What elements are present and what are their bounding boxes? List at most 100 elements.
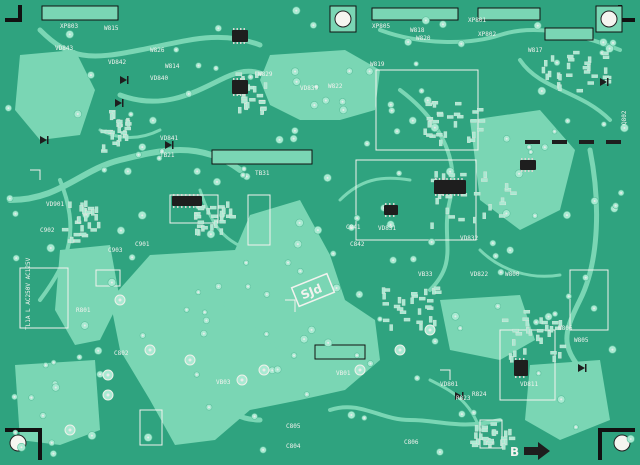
smd-pad [426, 117, 434, 121]
smd-pad [396, 307, 404, 311]
via-hole [554, 312, 557, 315]
via-hole [518, 172, 521, 175]
smd-pad [126, 120, 131, 127]
via-hole [99, 373, 102, 376]
smd-pad [211, 214, 218, 219]
via-hole [185, 308, 188, 311]
smd-pad [554, 326, 562, 331]
via-hole [208, 406, 211, 409]
smd-pad [567, 54, 574, 59]
smd-pad [238, 106, 242, 114]
smd-pad [218, 205, 225, 209]
diodes [40, 76, 609, 400]
smd-pad [84, 215, 88, 222]
diode-icon [578, 364, 585, 372]
via-hole [584, 276, 587, 279]
via-hole [505, 212, 508, 215]
via-hole [7, 107, 10, 110]
smd-pad [61, 227, 69, 232]
via-hole [313, 104, 316, 107]
smd-pad [523, 310, 531, 314]
via-hole [426, 99, 429, 102]
smd-pad [460, 172, 467, 177]
via-hole [366, 142, 369, 145]
via-hole [327, 341, 330, 344]
ic-pin [236, 28, 238, 30]
smd-pad [552, 320, 559, 325]
smd-pad [94, 206, 99, 213]
via-hole [13, 395, 16, 398]
smd-pad [79, 205, 83, 212]
smd-pad [558, 320, 563, 327]
smd-pad [470, 119, 477, 123]
via-hole [245, 175, 248, 178]
smd-pad [547, 330, 551, 337]
via-hole [119, 229, 122, 232]
via-hole [363, 416, 366, 419]
diode-bar [585, 364, 587, 372]
via-hole [41, 414, 44, 417]
via-hole [537, 372, 540, 375]
smd-pad [84, 200, 88, 207]
trace [37, 27, 263, 59]
via-hole [389, 223, 392, 226]
via-hole [217, 285, 220, 288]
diode-icon [600, 78, 607, 86]
label-vb33: VB33 [418, 271, 433, 278]
label-r824: R824 [472, 391, 487, 398]
ic-pin [461, 178, 463, 180]
smd-pad [425, 305, 432, 309]
ic-pin [521, 170, 523, 172]
label-c903: C903 [108, 247, 123, 254]
via-hole [494, 254, 497, 257]
smd-pad [91, 209, 95, 216]
via-hole [247, 285, 250, 288]
header-xp802 [544, 27, 594, 41]
via-hole [310, 328, 313, 331]
label-vd832: VD832 [460, 235, 478, 242]
label-vd839: VD839 [300, 85, 318, 92]
header-xp805 [371, 7, 459, 21]
ic-pin [438, 178, 441, 180]
ic-pin [243, 94, 245, 96]
label-vd841: VD841 [160, 135, 178, 142]
smd-pad [536, 334, 540, 342]
via-hole [187, 92, 190, 95]
smd-pad [470, 440, 477, 445]
smd-pad [210, 224, 214, 231]
ic-pin [457, 178, 459, 180]
ic-pin [528, 170, 530, 172]
smd-pad [90, 228, 97, 232]
smd-pad [410, 297, 414, 305]
ic-pin [393, 215, 395, 217]
diode-icon [120, 76, 127, 84]
via-hole [315, 85, 318, 88]
smd-pad [104, 129, 112, 134]
smd-pad [263, 82, 268, 89]
capacitor-hole [398, 348, 402, 352]
capacitor-hole [428, 328, 432, 332]
smd-pad [573, 50, 580, 55]
via-hole [296, 243, 299, 246]
via-hole [52, 452, 55, 455]
via-hole [298, 221, 301, 224]
via-hole [195, 373, 198, 376]
trace [328, 405, 502, 427]
smd-pad [492, 429, 497, 436]
smd-pad [85, 210, 92, 214]
ic-pin [240, 94, 242, 96]
smd-pad [558, 352, 562, 359]
trace [38, 178, 73, 302]
via-hole [415, 62, 418, 65]
silkscreen-labels: XP803 W815 XP805 W818 W820 XP801 XP802 W… [25, 17, 628, 450]
smd-pad [201, 226, 208, 230]
smd-pad [512, 328, 519, 333]
via-hole [396, 130, 399, 133]
ic-pin [189, 194, 191, 196]
label-vd843: VD843 [55, 45, 73, 52]
via-hole [602, 41, 605, 44]
smd-pad [541, 66, 546, 74]
mounting-holes [9, 5, 631, 452]
smd-pad [403, 317, 411, 322]
diode-bar [122, 99, 124, 107]
